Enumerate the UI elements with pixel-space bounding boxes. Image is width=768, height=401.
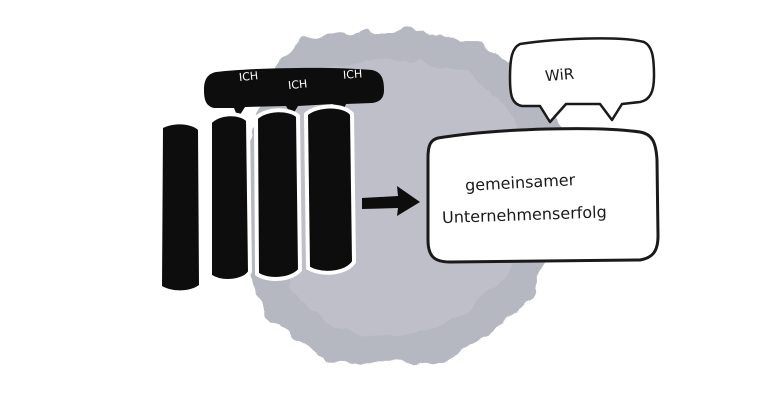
ich-label-3: ICH	[343, 67, 363, 81]
person-bar-3	[303, 104, 357, 275]
person-bar-left	[162, 124, 199, 291]
person-bar-2	[253, 108, 303, 281]
ich-label-2: ICH	[287, 77, 307, 92]
person-bar-1	[208, 112, 253, 283]
result-box: gemeinsamer Unternehmenserfolg	[426, 127, 660, 264]
arrow-right-icon	[362, 186, 420, 216]
wir-speech-bubble: WiR	[508, 37, 656, 124]
ich-label-1: ICH	[238, 69, 258, 84]
wir-label: WiR	[544, 65, 575, 85]
